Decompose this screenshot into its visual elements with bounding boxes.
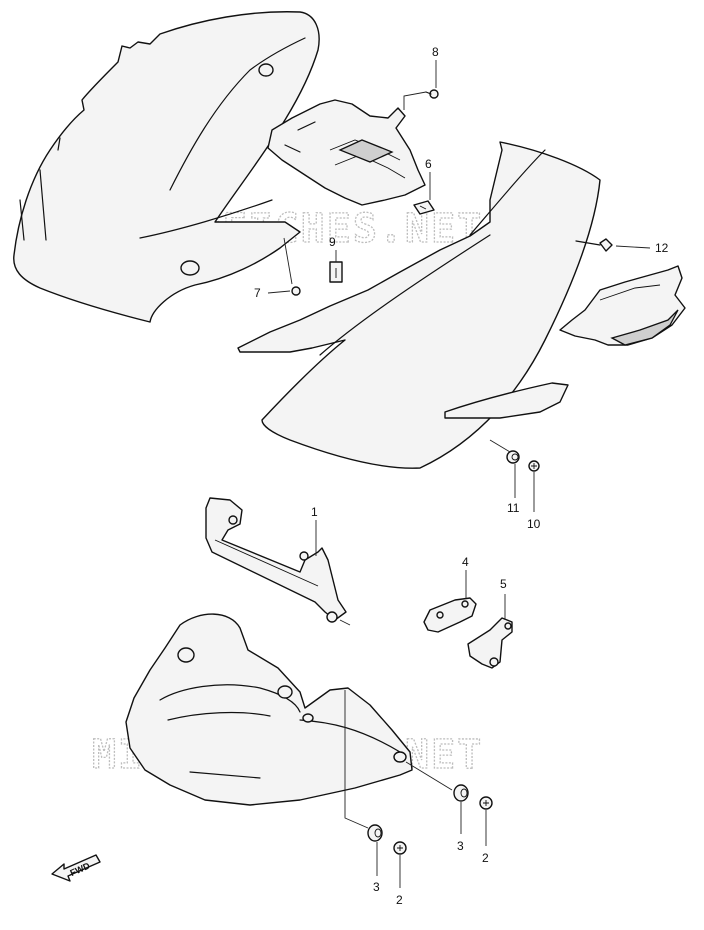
bracket-5 (467, 617, 513, 669)
clip-9 (329, 261, 343, 283)
callout-3-right: 3 (457, 839, 464, 853)
callout-8: 8 (432, 45, 439, 59)
callout-10: 10 (527, 517, 541, 531)
screw-7 (291, 286, 301, 296)
bracket-1 (205, 497, 347, 623)
callout-6: 6 (425, 157, 432, 171)
callout-12: 12 (655, 241, 669, 255)
grommet-3-left (367, 824, 383, 842)
callout-5: 5 (500, 577, 507, 591)
screw-2-left (393, 841, 407, 855)
bracket-4 (423, 597, 477, 633)
right-upper-cowl (237, 141, 601, 469)
lower-cowl (125, 613, 413, 806)
grommet-3-right (453, 784, 469, 802)
callout-11: 11 (507, 501, 520, 515)
screw-10 (528, 460, 540, 472)
right-inner-bracket (559, 265, 686, 346)
inner-panel (267, 99, 426, 206)
left-upper-cowl (13, 11, 320, 323)
grommet-11 (506, 450, 520, 464)
screw-8 (425, 89, 439, 99)
callout-4: 4 (462, 555, 469, 569)
callout-9: 9 (329, 235, 336, 249)
fwd-arrow-icon: FWD (51, 854, 101, 882)
callout-7: 7 (254, 286, 261, 300)
callout-1: 1 (311, 505, 318, 519)
screw-2-right (479, 796, 493, 810)
callout-3-left: 3 (373, 880, 380, 894)
callout-2-left: 2 (396, 893, 403, 907)
callout-2-right: 2 (482, 851, 489, 865)
screw-12 (575, 238, 613, 252)
clip-6 (413, 200, 435, 215)
fwd-label: FWD (69, 860, 92, 878)
